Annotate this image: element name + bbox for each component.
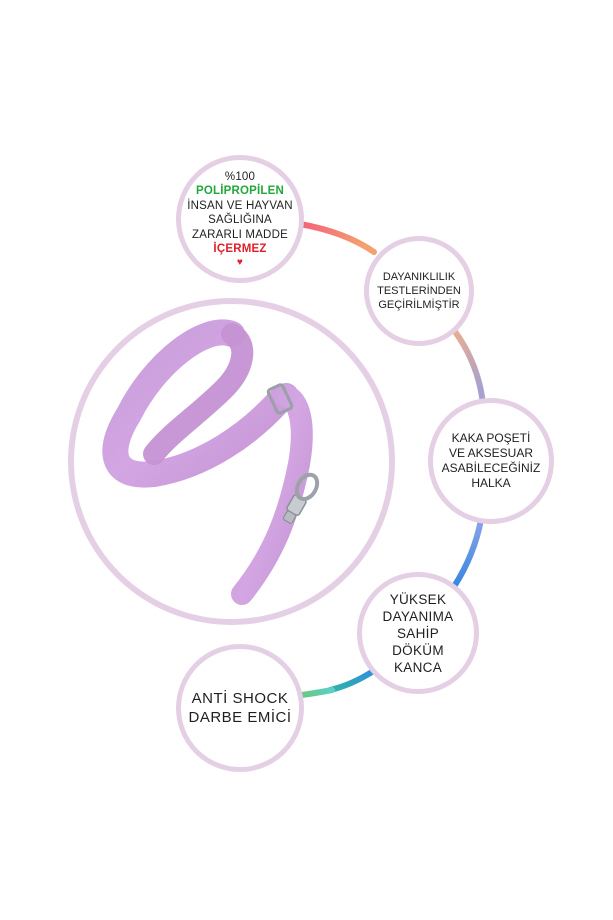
feature-bubble-hook: YÜKSEK DAYANIMA SAHİP DÖKÜM KANCA bbox=[357, 572, 479, 694]
feature-bubble-shock: ANTİ SHOCK DARBE EMİCİ bbox=[176, 644, 304, 772]
material-name: POLİPROPİLEN bbox=[195, 185, 285, 197]
feature-bubble-ring: KAKA POŞETİ VE AKSESUAR ASABİLECEĞİNİZ H… bbox=[428, 398, 554, 524]
ring-text-1: KAKA POŞETİ bbox=[451, 431, 531, 445]
durability-text-1: DAYANIKLILIK bbox=[382, 271, 456, 283]
slider-buckle bbox=[266, 383, 294, 415]
arc-segment-5 bbox=[299, 687, 335, 698]
hook-text-1: YÜKSEK bbox=[389, 591, 447, 607]
heart-icon: ♥ bbox=[236, 256, 244, 268]
hook-text-3: SAHİP bbox=[396, 625, 439, 641]
product-image-circle bbox=[68, 298, 395, 625]
shock-text-1: ANTİ SHOCK bbox=[191, 690, 289, 707]
feature-bubble-durability: DAYANIKLILIK TESTLERİNDEN GEÇİRİLMİŞTİR bbox=[364, 236, 474, 346]
material-emphasis: İÇERMEZ bbox=[213, 243, 267, 255]
material-percent: %100 bbox=[224, 170, 256, 183]
ring-text-4: HALKA bbox=[471, 476, 511, 490]
material-text-2: SAĞLIĞINA bbox=[208, 214, 272, 226]
durability-text-3: GEÇİRİLMİŞTİR bbox=[378, 299, 460, 311]
hook-text-5: KANCA bbox=[393, 659, 442, 675]
arc-segment-3 bbox=[452, 517, 484, 588]
leash-handle-return bbox=[143, 323, 254, 465]
hook-text-2: DAYANIMA bbox=[382, 608, 454, 624]
snap-hook-icon bbox=[282, 472, 320, 524]
arc-segment-2 bbox=[447, 322, 486, 407]
feature-bubble-material: %100 POLİPROPİLEN İNSAN VE HAYVAN SAĞLIĞ… bbox=[176, 155, 304, 283]
shock-text-2: DARBE EMİCİ bbox=[188, 709, 292, 726]
ring-text-2: VE AKSESUAR bbox=[448, 446, 534, 460]
hook-text-4: DÖKÜM bbox=[392, 642, 444, 658]
material-text-3: ZARARLI MADDE bbox=[192, 228, 288, 241]
ring-text-3: ASABİLECEĞİNİZ bbox=[441, 461, 541, 475]
leash-strap bbox=[231, 385, 313, 605]
material-text-1: İNSAN VE HAYVAN bbox=[187, 199, 293, 212]
durability-text-2: TESTLERİNDEN bbox=[377, 285, 461, 297]
arc-segment-4 bbox=[327, 667, 378, 693]
arc-segment-1 bbox=[297, 221, 377, 255]
leash-illustration bbox=[102, 319, 320, 605]
